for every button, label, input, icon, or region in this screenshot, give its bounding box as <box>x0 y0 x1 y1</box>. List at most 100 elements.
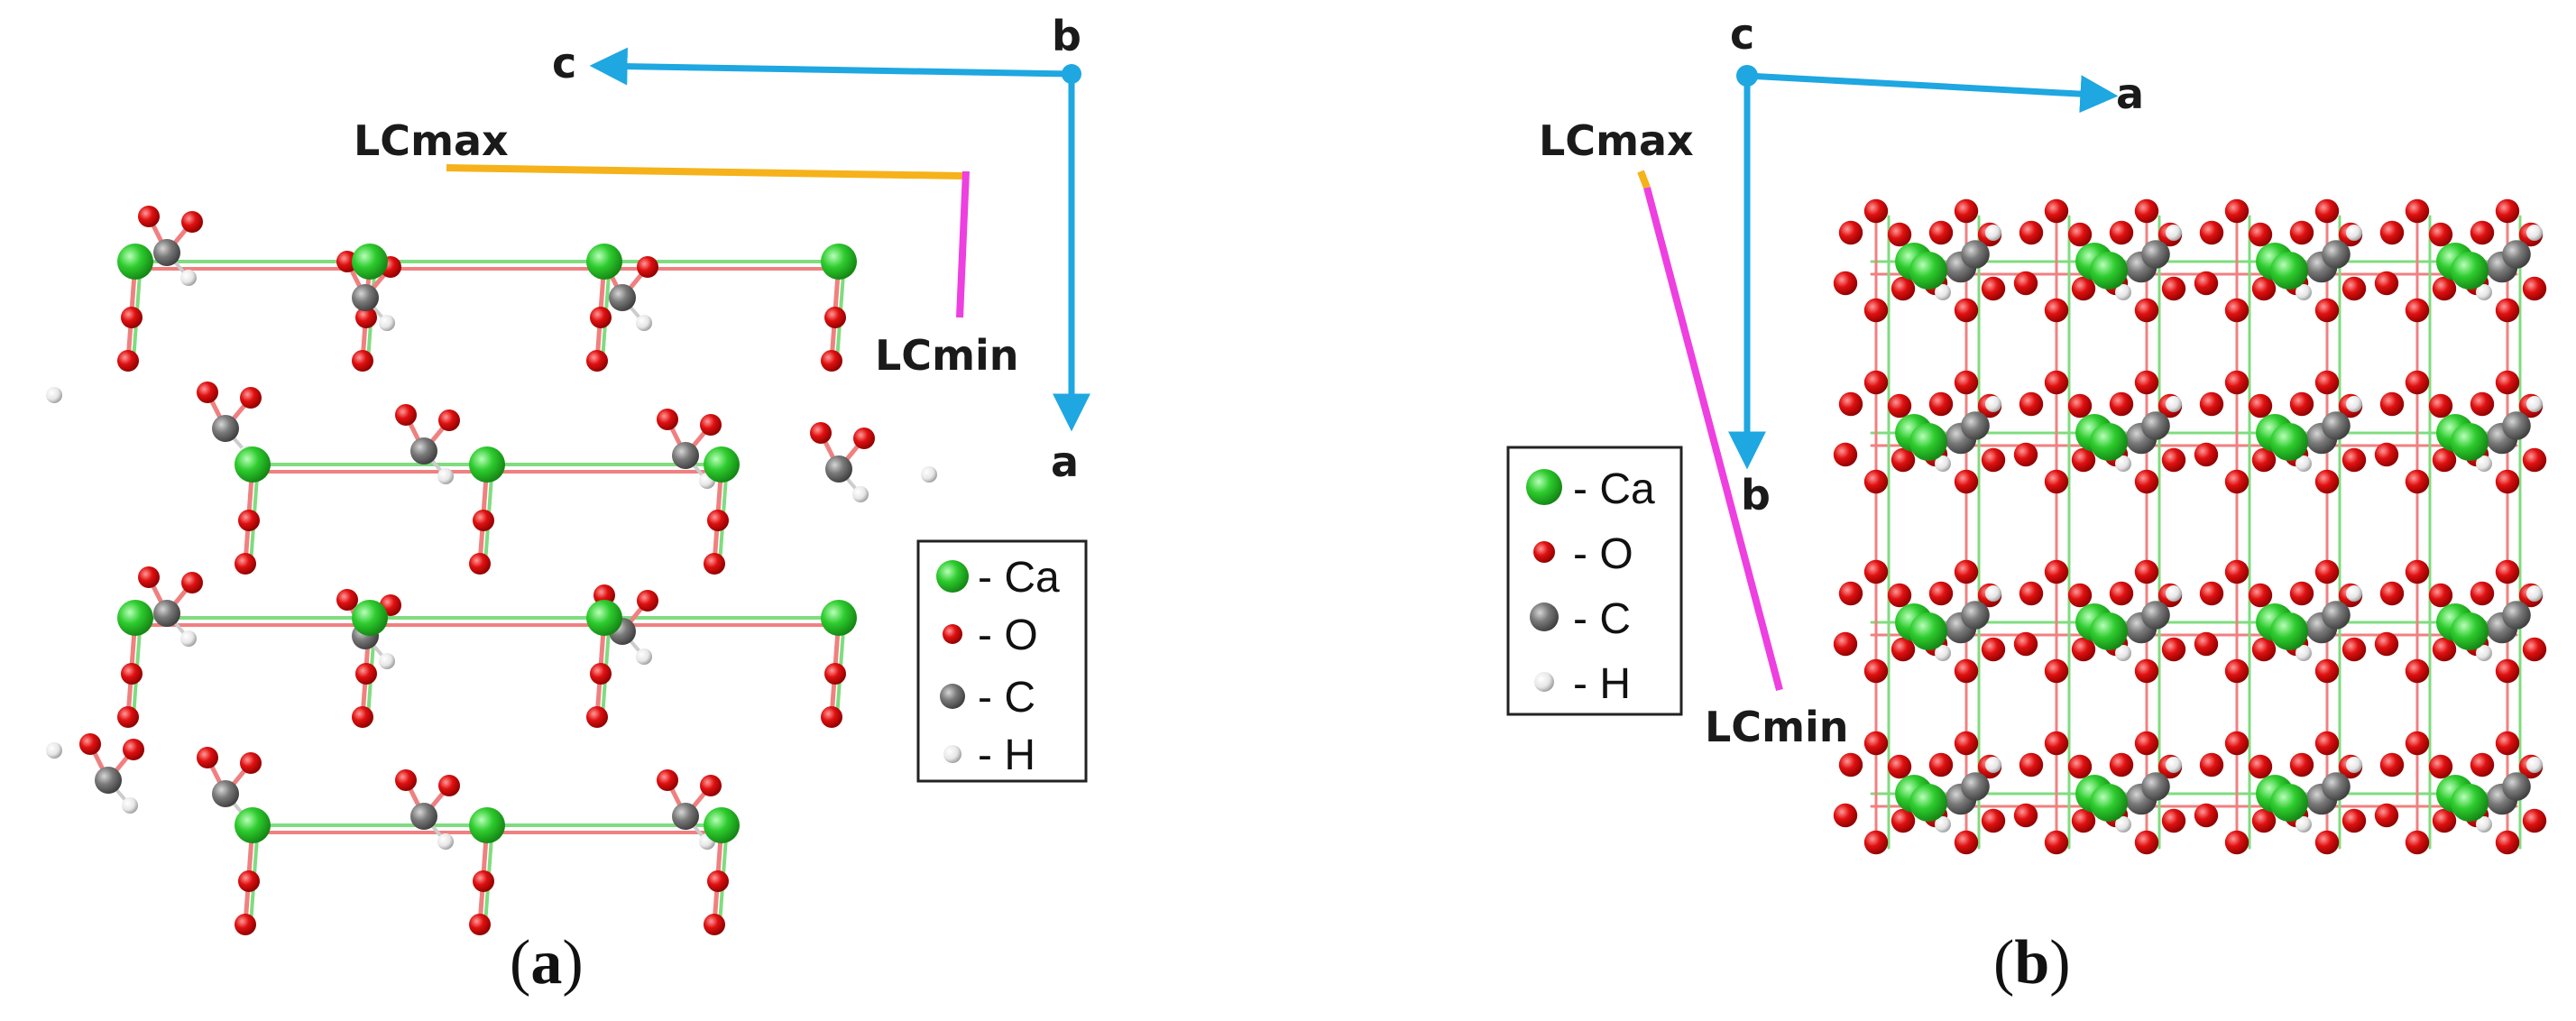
o-atom <box>1928 752 1954 777</box>
c-atom <box>672 803 699 830</box>
h-atom <box>852 486 869 502</box>
o-atom <box>2495 370 2520 395</box>
o-atom <box>1981 276 2006 301</box>
ca-atom <box>586 600 622 636</box>
o-atom <box>238 870 260 892</box>
c-atom <box>2502 240 2531 269</box>
c-atom <box>1961 240 1990 269</box>
lc-min-label-a: LCmin <box>875 331 1019 380</box>
o-atom <box>2248 754 2273 779</box>
o-atom <box>438 775 460 796</box>
o-atom <box>2071 637 2096 662</box>
o-atom <box>2522 637 2547 662</box>
o-atom <box>197 747 218 768</box>
h-atom <box>437 468 454 484</box>
legend-a: - Ca - O - C - H <box>916 539 1088 783</box>
o-atom <box>2405 298 2430 323</box>
ca-atom <box>235 446 271 483</box>
o-atom <box>2134 658 2159 684</box>
o-atom <box>2161 808 2186 833</box>
o-atom <box>821 706 842 728</box>
ca-atom <box>821 244 857 280</box>
atoms-a <box>46 206 937 935</box>
o-atom <box>824 663 846 685</box>
c-atom <box>2322 240 2351 269</box>
h-atom <box>2346 757 2362 773</box>
h-atom <box>2526 225 2543 241</box>
o-atom <box>2314 469 2340 494</box>
h-atom <box>2526 757 2543 773</box>
c-atom <box>1961 772 1990 801</box>
h-atom <box>1935 284 1951 300</box>
o-atom <box>2470 391 2495 417</box>
o-atom <box>2314 559 2340 584</box>
legend-o-swatch-a <box>943 624 962 644</box>
legend-ca-swatch-b <box>1526 469 1562 505</box>
o-atom <box>2405 830 2430 855</box>
h-atom <box>2115 455 2131 472</box>
o-atom <box>2013 271 2038 296</box>
c-atom <box>410 803 437 830</box>
ca-atom <box>2270 784 2308 822</box>
caption-b: (b) <box>1993 928 2071 998</box>
ca-atom <box>1909 252 1947 290</box>
o-atom <box>117 350 139 372</box>
o-atom <box>2522 808 2547 833</box>
h-atom <box>921 466 937 483</box>
o-atom <box>2522 276 2547 301</box>
c-atom <box>2322 411 2351 440</box>
o-atom <box>1954 658 1979 684</box>
legend-ca-label-b: - Ca <box>1573 465 1655 513</box>
o-atom <box>1954 469 1979 494</box>
o-atom <box>1838 220 1863 245</box>
o-atom <box>2248 222 2273 247</box>
o-atom <box>2224 658 2249 684</box>
h-atom <box>1985 585 2001 602</box>
h-atom <box>1935 645 1951 661</box>
o-atom <box>2161 276 2186 301</box>
c-atom <box>2141 240 2170 269</box>
h-atom <box>2526 585 2543 602</box>
h-atom <box>379 653 395 669</box>
o-atom <box>123 739 144 760</box>
ca-atom <box>704 807 740 843</box>
o-atom <box>2071 276 2096 301</box>
o-atom <box>2044 198 2069 224</box>
o-atom <box>2495 469 2520 494</box>
ca-atom <box>2090 252 2128 290</box>
o-atom <box>2374 803 2399 828</box>
h-atom <box>46 387 62 403</box>
o-atom <box>586 350 608 372</box>
c-atom <box>1961 601 1990 630</box>
o-atom <box>2071 808 2096 833</box>
axis-horizontal-label-b: a <box>2116 69 2144 118</box>
o-atom <box>1891 808 1916 833</box>
h-atom <box>2115 284 2131 300</box>
o-atom <box>700 775 722 796</box>
o-atom <box>240 752 262 774</box>
o-atom <box>2248 583 2273 608</box>
o-atom <box>821 350 842 372</box>
o-atom <box>1838 391 1863 417</box>
o-atom <box>2013 442 2038 467</box>
o-atom <box>2428 583 2453 608</box>
o-atom <box>2314 658 2340 684</box>
o-atom <box>2251 447 2277 473</box>
o-atom <box>1887 393 1912 419</box>
o-atom <box>2067 222 2093 247</box>
ca-atom <box>2451 612 2489 650</box>
h-atom <box>2295 284 2312 300</box>
h-atom <box>2166 585 2182 602</box>
axis-origin-label-b: c <box>1730 10 1754 59</box>
o-atom <box>1887 754 1912 779</box>
ca-atom <box>586 244 622 280</box>
o-atom <box>1863 559 1889 584</box>
o-atom <box>2109 752 2134 777</box>
o-atom <box>2044 559 2069 584</box>
o-atom <box>2495 198 2520 224</box>
h-atom <box>437 833 454 850</box>
o-atom <box>79 733 101 755</box>
legend-o-label-b: - O <box>1573 530 1633 578</box>
h-atom <box>2526 396 2543 412</box>
h-atom <box>2295 455 2312 472</box>
